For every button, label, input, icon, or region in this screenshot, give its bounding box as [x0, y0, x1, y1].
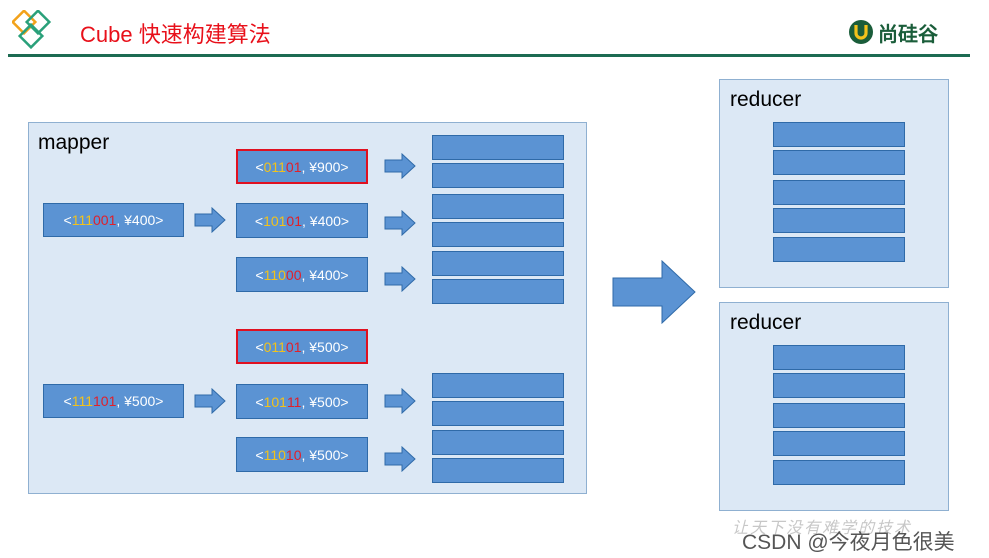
csdn-watermark: CSDN @今夜月色很美 [742, 531, 955, 554]
big-arrow-right-icon [612, 260, 696, 324]
data-block [432, 401, 564, 426]
record-value: , ¥900> [301, 158, 349, 175]
record-key-digits: 111 [71, 212, 93, 228]
data-block [432, 194, 564, 219]
record-bracket: < [254, 212, 264, 229]
page-title: Cube 快速构建算法 [80, 22, 271, 47]
data-block [773, 460, 905, 485]
brand-logo: 尚硅谷 [848, 18, 938, 46]
record-value: , ¥400> [301, 266, 349, 283]
record-key-digits: 111 [71, 393, 93, 409]
brand-text: 尚硅谷 [878, 21, 938, 46]
arrow-right-icon [384, 266, 416, 292]
record-bracket: < [255, 266, 264, 283]
record-key-digits: 110 [263, 266, 286, 283]
record-key-digits: 011 [263, 338, 286, 355]
arrow-right-icon [194, 388, 226, 414]
arrow-right-icon [384, 210, 416, 236]
data-block [773, 431, 905, 456]
data-block [773, 122, 905, 147]
record-key-digits: 00 [285, 266, 302, 283]
data-block [773, 180, 905, 205]
record-value: , ¥500> [301, 446, 349, 463]
header-divider [8, 54, 970, 57]
record-value: , ¥400> [116, 212, 164, 228]
arrow-right-icon [384, 446, 416, 472]
record-key-digits: 01 [286, 212, 302, 229]
reducer-label: reducer [730, 88, 802, 111]
record-key-digits: 110 [263, 446, 286, 463]
data-block [432, 135, 564, 160]
data-block [432, 430, 564, 455]
record-bracket: < [255, 446, 264, 463]
data-block [773, 345, 905, 370]
data-block [432, 458, 564, 483]
record-key-digits: 101 [263, 393, 287, 410]
record-value: , ¥400> [302, 212, 350, 229]
data-block [432, 222, 564, 247]
record-value: , ¥500> [301, 338, 349, 355]
reducer-label: reducer [730, 311, 802, 334]
logo-diamonds-icon [12, 10, 52, 50]
data-block [432, 279, 564, 304]
mapper-label: mapper [38, 131, 110, 154]
data-block [432, 251, 564, 276]
data-block [773, 403, 905, 428]
brand-u-icon [849, 20, 873, 44]
data-block [773, 237, 905, 262]
record-key-digits: 01 [285, 338, 302, 355]
record-bracket: < [255, 338, 264, 355]
record-key-digits: 10 [285, 446, 302, 463]
record-value: , ¥500> [301, 393, 349, 410]
record-key-digits: 001 [93, 212, 117, 228]
record-key-digits: 101 [263, 212, 287, 229]
record-key-digits: 11 [286, 393, 302, 410]
record-bracket: < [63, 212, 72, 228]
record-bracket: < [255, 158, 264, 175]
data-block [432, 163, 564, 188]
record-key-digits: 01 [285, 158, 302, 175]
data-block [432, 373, 564, 398]
arrow-right-icon [384, 153, 416, 179]
record-key-digits: 101 [93, 393, 117, 409]
data-block [773, 208, 905, 233]
record-bracket: < [63, 393, 72, 409]
arrow-right-icon [384, 388, 416, 414]
record-bracket: < [255, 393, 264, 410]
data-block [773, 150, 905, 175]
data-block [773, 373, 905, 398]
arrow-right-icon [194, 207, 226, 233]
record-key-digits: 011 [263, 158, 286, 175]
watermark-scrawl: 让天下没有难学的技术 [732, 520, 913, 537]
record-value: , ¥500> [116, 393, 164, 409]
